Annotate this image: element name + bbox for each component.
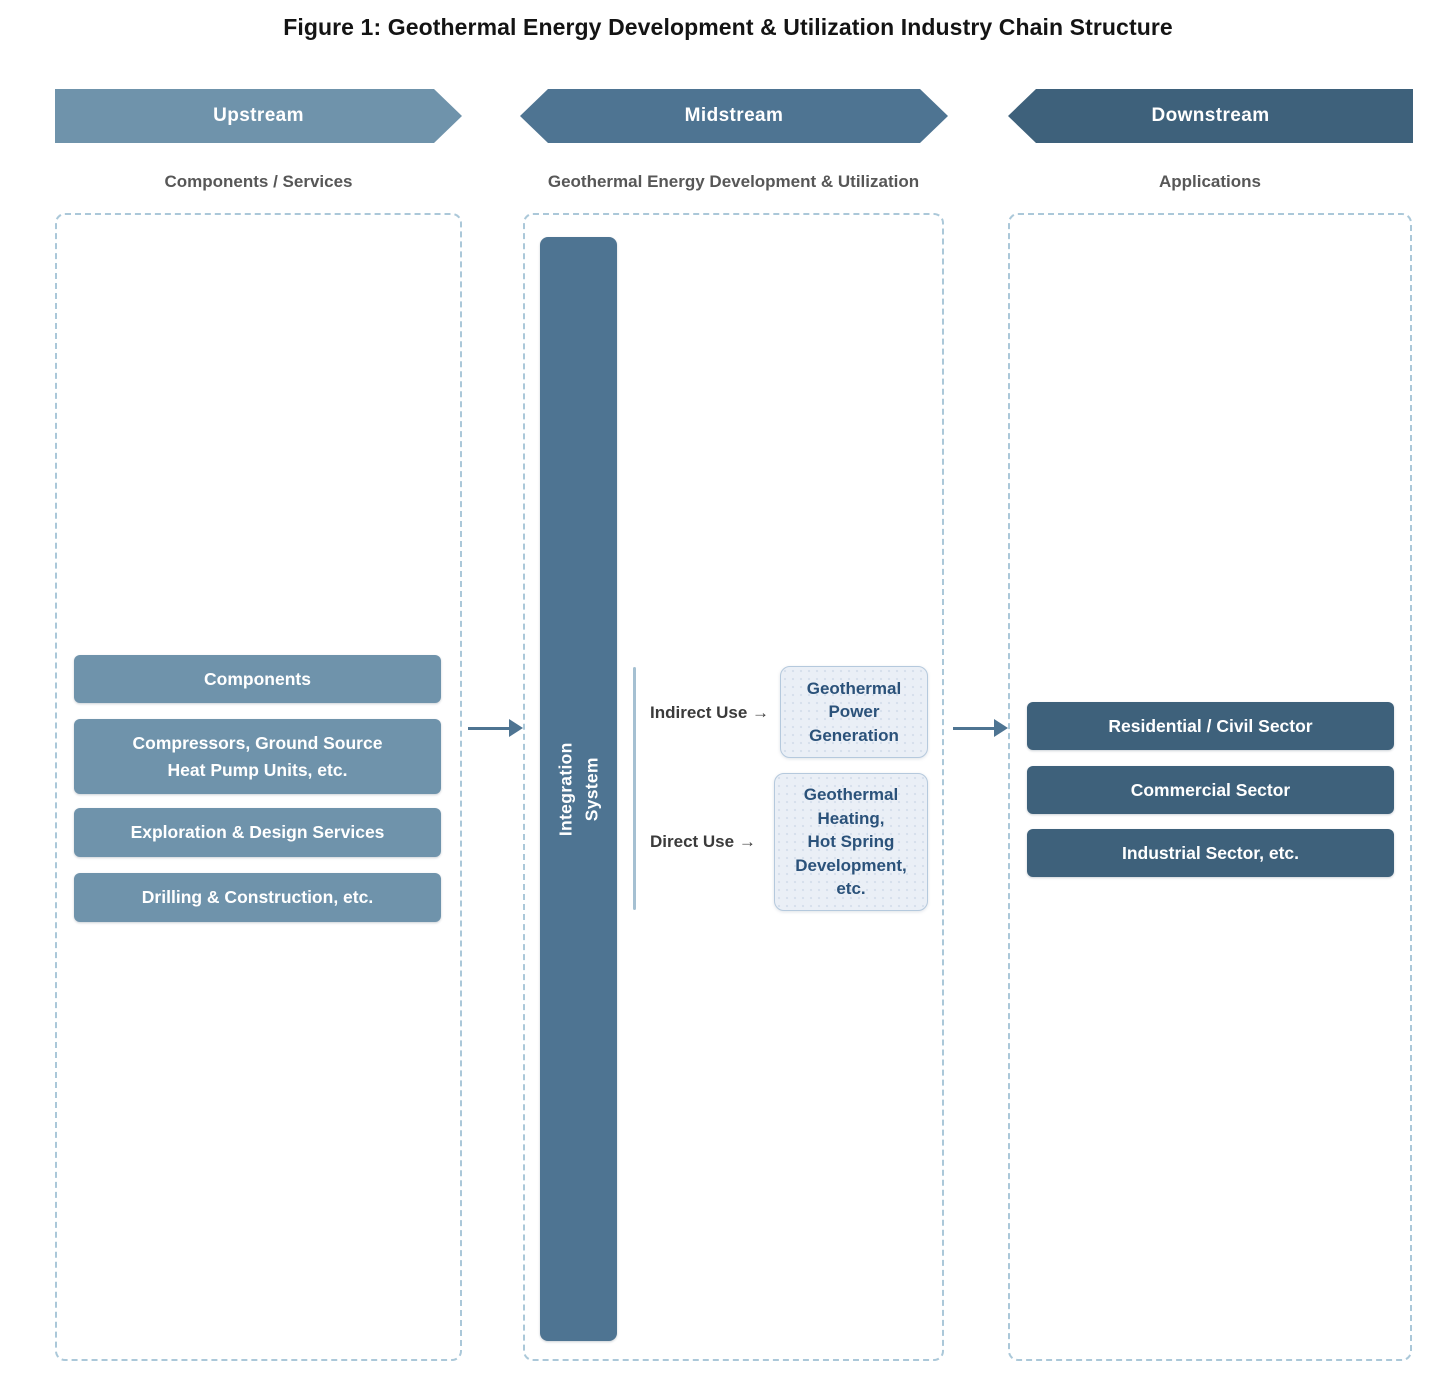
stage-banner-upstream-label: Upstream (213, 105, 304, 126)
stage-banner-midstream-label: Midstream (684, 105, 784, 126)
downstream-box-commercial: Commercial Sector (1027, 766, 1394, 814)
stage-banner-downstream-label: Downstream (1151, 105, 1270, 126)
arrow-right-icon (509, 719, 523, 737)
integration-system-bar: Integration System (540, 237, 617, 1341)
stage-banner-downstream: Downstream (1008, 89, 1413, 143)
flow-arrow-midstream-to-downstream (953, 714, 1008, 742)
downstream-column (1008, 213, 1412, 1361)
downstream-box-industrial: Industrial Sector, etc. (1027, 829, 1394, 877)
direct-use-label: Direct Use → (650, 832, 756, 851)
upstream-box-exploration: Exploration & Design Services (74, 808, 441, 857)
upstream-column (55, 213, 462, 1361)
indirect-use-label: Indirect Use → (650, 703, 770, 722)
geothermal-heating-box: Geothermal Heating, Hot Spring Developme… (774, 773, 928, 911)
stage-sublabel-downstream: Applications (1158, 172, 1261, 191)
stage-sublabel-upstream: Components / Services (164, 172, 353, 191)
downstream-box-residential: Residential / Civil Sector (1027, 702, 1394, 750)
upstream-box-drilling: Drilling & Construction, etc. (74, 873, 441, 922)
figure-title: Figure 1: Geothermal Energy Development … (283, 14, 1173, 40)
integration-system-label: Integration System (555, 742, 602, 836)
arrow-line (953, 726, 996, 730)
stage-banner-upstream: Upstream (55, 89, 462, 143)
stage-sublabel-midstream: Geothermal Energy Development & Utilizat… (547, 172, 920, 191)
arrow-right-icon (994, 719, 1008, 737)
upstream-box-components: Components (74, 655, 441, 703)
stage-banner-midstream: Midstream (520, 89, 948, 143)
flow-arrow-upstream-to-midstream (468, 714, 523, 742)
arrow-line (468, 726, 511, 730)
upstream-box-compressors: Compressors, Ground Source Heat Pump Uni… (74, 719, 441, 794)
geothermal-power-generation-box: Geothermal Power Generation (780, 666, 928, 758)
midstream-column (523, 213, 944, 1361)
use-divider-line (633, 667, 636, 910)
